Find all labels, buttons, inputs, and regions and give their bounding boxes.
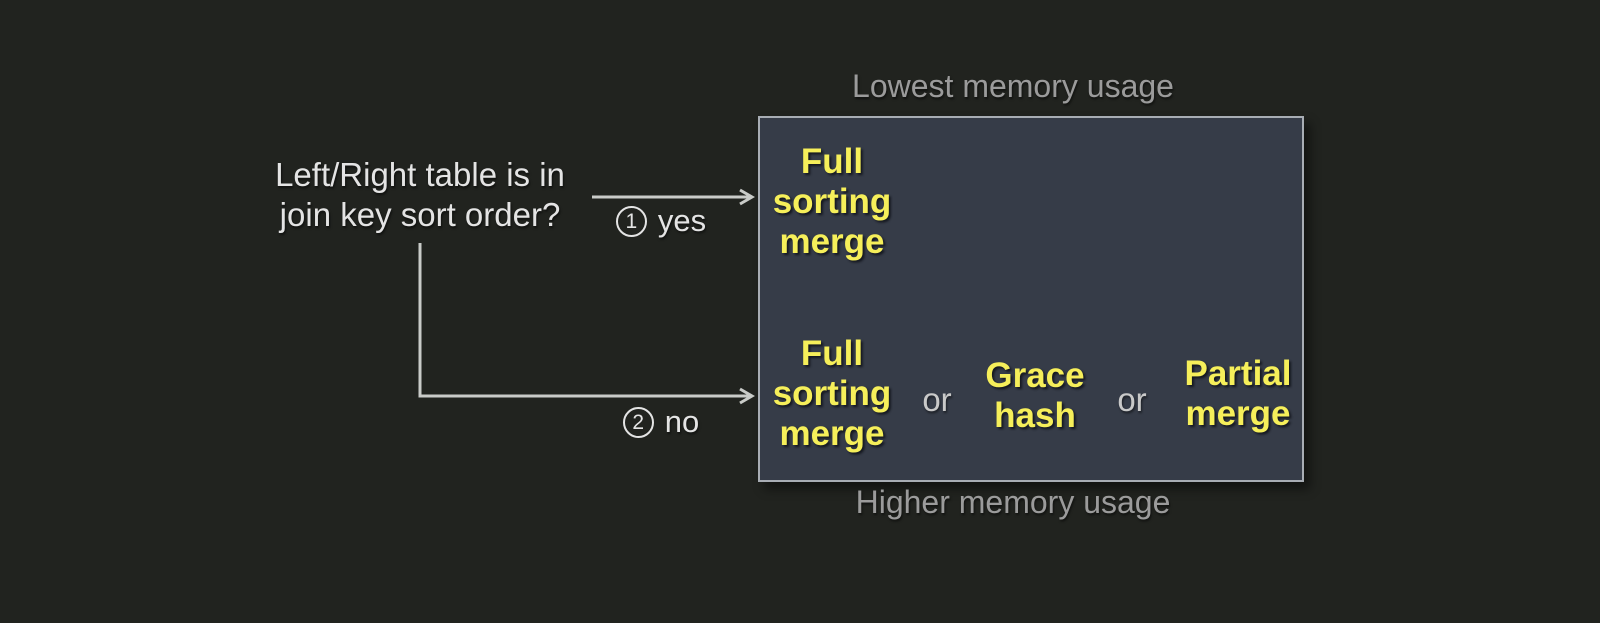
algorithm-partial-merge: Partial merge xyxy=(1184,354,1292,433)
caption-higher-memory: Higher memory usage xyxy=(855,484,1171,520)
caption-lowest-memory: Lowest memory usage xyxy=(852,68,1174,104)
or-separator-1: or xyxy=(922,381,952,418)
branch-label-no: 2 no xyxy=(596,404,726,440)
algorithm-box: Full sorting merge Full sorting merge or… xyxy=(758,116,1304,482)
question-text: Left/Right table is in join key sort ord… xyxy=(275,156,565,233)
algorithm-full-sorting-merge-bottom: Full sorting merge xyxy=(772,334,892,453)
algorithm-grace-hash: Grace hash xyxy=(985,356,1085,435)
branch-label-yes: 1 yes xyxy=(596,203,726,239)
yes-label: yes xyxy=(657,203,707,238)
algorithm-full-sorting-merge-top: Full sorting merge xyxy=(772,142,892,261)
no-arrow xyxy=(418,243,755,405)
circled-number-1: 1 xyxy=(615,205,647,237)
circled-number-2: 2 xyxy=(622,406,654,438)
or-separator-2: or xyxy=(1117,381,1147,418)
no-label: no xyxy=(664,404,700,439)
